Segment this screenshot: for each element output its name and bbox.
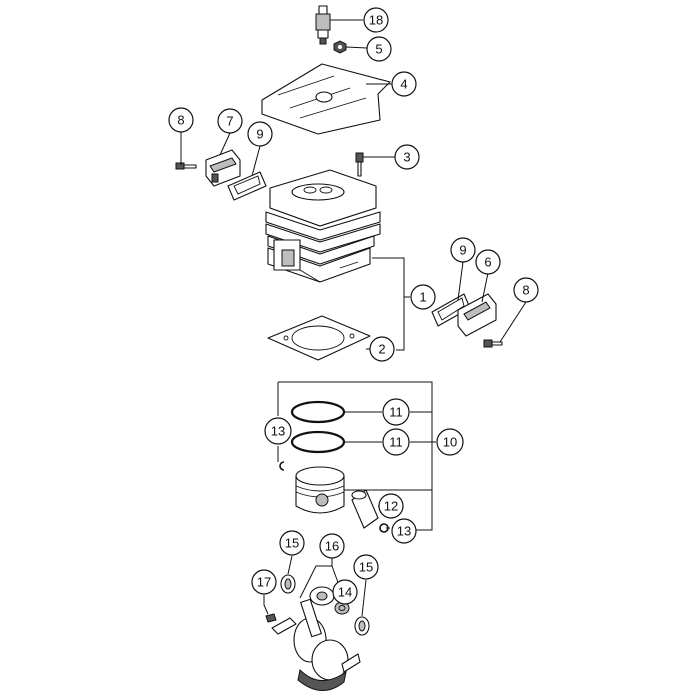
svg-text:11: 11	[389, 405, 403, 420]
left-gasket-part	[227, 171, 267, 201]
key-part	[265, 613, 277, 623]
svg-text:18: 18	[369, 13, 383, 28]
crankshaft-part	[271, 586, 361, 691]
piston-part	[295, 466, 345, 514]
svg-text:8: 8	[522, 283, 529, 298]
callout-11-lower: 11	[382, 428, 410, 456]
cover-plate-part	[261, 63, 391, 135]
callout-13-right: 13	[391, 518, 417, 544]
svg-text:15: 15	[285, 536, 299, 551]
svg-text:1: 1	[419, 290, 426, 305]
svg-text:9: 9	[256, 127, 263, 142]
svg-text:6: 6	[484, 255, 491, 270]
callout-6: 6	[475, 249, 501, 275]
svg-text:16: 16	[325, 539, 339, 554]
svg-text:13: 13	[271, 424, 285, 439]
right-manifold-part	[457, 293, 497, 337]
callout-10: 10	[436, 428, 464, 456]
bearing-left-part	[280, 574, 296, 594]
svg-text:4: 4	[400, 77, 407, 92]
svg-text:14: 14	[338, 585, 352, 600]
callout-11-upper: 11	[382, 398, 410, 426]
callout-5: 5	[366, 36, 392, 62]
callout-15-left: 15	[279, 530, 305, 556]
callout-1: 1	[410, 284, 436, 310]
right-screw-part	[483, 339, 503, 348]
bearing-right-part	[354, 616, 370, 636]
callout-7: 7	[217, 108, 243, 134]
svg-text:9: 9	[459, 243, 466, 258]
callout-3: 3	[394, 144, 420, 170]
left-screw-part	[175, 162, 197, 170]
callout-8-right: 8	[513, 277, 539, 303]
svg-text:7: 7	[226, 114, 233, 129]
callout-13-left: 13	[264, 417, 292, 445]
callout-18: 18	[363, 7, 389, 33]
nut-part	[333, 40, 347, 54]
base-gasket-part	[267, 315, 371, 361]
circlip-left-part	[279, 461, 285, 471]
left-manifold-part	[205, 149, 241, 187]
callout-9-right: 9	[450, 237, 476, 263]
spark-plug-part	[315, 5, 331, 45]
svg-text:11: 11	[389, 435, 403, 450]
callout-2: 2	[369, 336, 395, 362]
leader-lines	[180, 19, 527, 617]
svg-text:2: 2	[378, 342, 385, 357]
svg-text:3: 3	[403, 150, 410, 165]
svg-text:10: 10	[443, 435, 457, 450]
cylinder-part	[265, 169, 381, 283]
svg-text:13: 13	[397, 524, 411, 539]
svg-text:15: 15	[359, 560, 373, 575]
callout-12: 12	[378, 493, 404, 519]
piston-ring-lower-part	[290, 430, 346, 454]
piston-ring-upper-part	[290, 400, 346, 424]
callout-15-right: 15	[353, 554, 379, 580]
svg-text:12: 12	[384, 499, 398, 514]
svg-text:8: 8	[177, 113, 184, 128]
bolt-part	[355, 152, 364, 177]
piston-pin-part	[351, 489, 379, 529]
callout-8-left: 8	[168, 107, 194, 133]
svg-text:5: 5	[375, 42, 382, 57]
svg-text:17: 17	[257, 575, 271, 590]
callout-9-left: 9	[247, 121, 273, 147]
callout-16: 16	[319, 533, 345, 559]
callout-17: 17	[251, 569, 277, 595]
callout-4: 4	[391, 71, 417, 97]
callout-14: 14	[332, 579, 358, 605]
